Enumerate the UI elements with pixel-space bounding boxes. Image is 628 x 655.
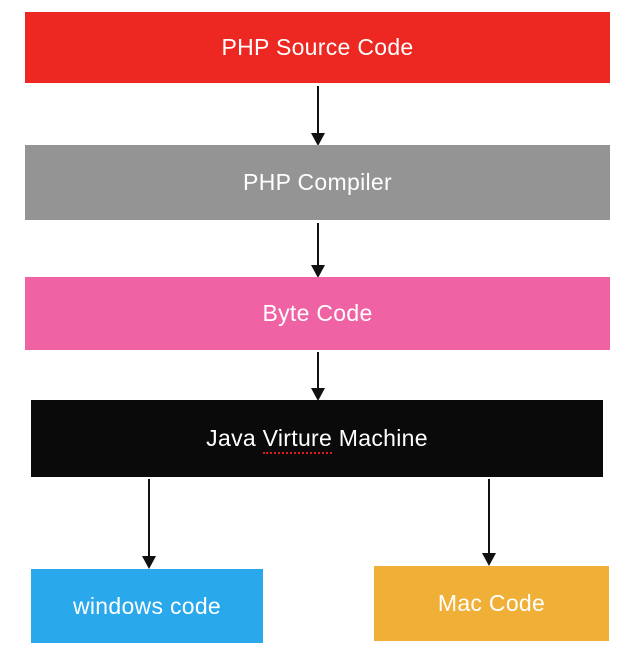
- node-php-compiler: PHP Compiler: [25, 145, 610, 220]
- arrowhead-icon: [311, 133, 325, 146]
- node-byte-code: Byte Code: [25, 277, 610, 350]
- node-mac-code-label: Mac Code: [437, 590, 546, 616]
- arrowhead-icon: [311, 265, 325, 278]
- jvm-label-prefix: Java: [206, 425, 263, 451]
- node-java-virture-machine: Java Virture Machine: [31, 400, 603, 477]
- node-java-virture-machine-label: Java Virture Machine: [206, 425, 428, 454]
- node-windows-code-label: windows code: [72, 592, 222, 619]
- arrowhead-icon: [142, 556, 156, 569]
- node-mac-code: Mac Code: [374, 566, 609, 641]
- node-php-source-code: PHP Source Code: [25, 12, 610, 83]
- jvm-label-suffix: Machine: [332, 425, 428, 451]
- arrow-jvm-to-windows: [142, 479, 156, 569]
- arrow-compiler-to-bytecode: [311, 223, 325, 278]
- node-byte-code-label: Byte Code: [262, 300, 373, 326]
- arrow-bytecode-to-jvm: [311, 352, 325, 401]
- arrow-jvm-to-mac: [482, 479, 496, 566]
- jvm-label-misspelled-word: Virture: [262, 425, 333, 454]
- arrowhead-icon: [482, 553, 496, 566]
- node-php-source-code-label: PHP Source Code: [221, 34, 414, 60]
- arrowhead-icon: [311, 388, 325, 401]
- node-php-compiler-label: PHP Compiler: [243, 169, 392, 195]
- arrow-source-to-compiler: [311, 86, 325, 146]
- node-windows-code: windows code: [31, 569, 263, 643]
